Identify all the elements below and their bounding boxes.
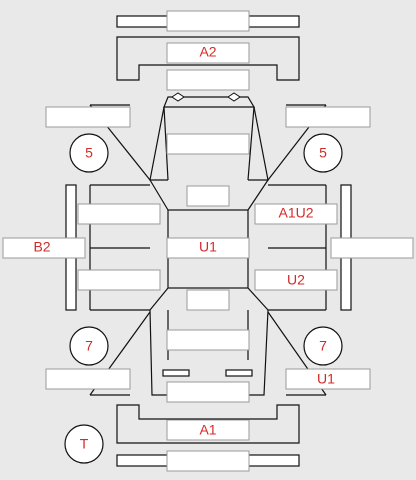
roof-label: U1: [199, 239, 217, 255]
front-bumper-field[interactable]: [166, 419, 250, 441]
left-front-fender-field[interactable]: [45, 368, 131, 390]
right-front-door-label: A1U2: [278, 205, 313, 221]
right-headlight: [225, 369, 253, 377]
left-headlight: [162, 369, 190, 377]
right-rear-door-label: U2: [287, 272, 305, 288]
right-rear-door-field[interactable]: [254, 269, 338, 291]
trunk-inner: [163, 106, 255, 181]
right-front-wheel-label: 5: [319, 145, 327, 161]
left-side-label: B2: [33, 239, 50, 255]
right-rear-wheel-circle[interactable]: [303, 326, 343, 366]
diamond-icon: [171, 92, 185, 102]
rear-trim-field[interactable]: [166, 10, 250, 32]
left-front-wheel-label: 5: [85, 145, 93, 161]
rear-bumper-label: A2: [199, 44, 216, 60]
right-rear-wheel-label: 7: [319, 338, 327, 354]
left-front-wheel-circle[interactable]: [69, 133, 109, 173]
left-rear-wheel-label: 7: [85, 338, 93, 354]
left-front-door-field[interactable]: [77, 269, 161, 291]
rear-window-field[interactable]: [186, 185, 230, 207]
left-rear-fender-field[interactable]: [45, 106, 131, 128]
rear-panel-field[interactable]: [166, 69, 250, 91]
right-front-door-field[interactable]: [254, 203, 338, 225]
spare-tire-circle[interactable]: [64, 424, 104, 464]
windshield-field[interactable]: [186, 289, 230, 311]
diamond-icon: [227, 92, 241, 102]
trunk-field[interactable]: [166, 133, 250, 155]
front-trim-field[interactable]: [166, 450, 250, 472]
right-side-field[interactable]: [330, 237, 414, 259]
right-rear-quarter-label: U1: [317, 371, 335, 387]
left-side-field[interactable]: [2, 237, 86, 259]
spare-tire-label: T: [80, 436, 89, 452]
right-front-wheel-circle[interactable]: [303, 133, 343, 173]
roof-field[interactable]: [166, 237, 250, 259]
left-rear-door-field[interactable]: [77, 203, 161, 225]
front-bumper: [116, 404, 300, 444]
left-rear-wheel-circle[interactable]: [69, 326, 109, 366]
cabin-pillars: [149, 179, 269, 311]
hood-field[interactable]: [166, 329, 250, 351]
right-rear-fender-field[interactable]: [285, 106, 371, 128]
front-panel-field[interactable]: [166, 381, 250, 403]
rear-bumper-field[interactable]: [166, 42, 250, 64]
right-front-fender-field[interactable]: [285, 368, 371, 390]
rear-bumper: [116, 36, 300, 81]
front-bumper-label: A1: [199, 422, 216, 438]
